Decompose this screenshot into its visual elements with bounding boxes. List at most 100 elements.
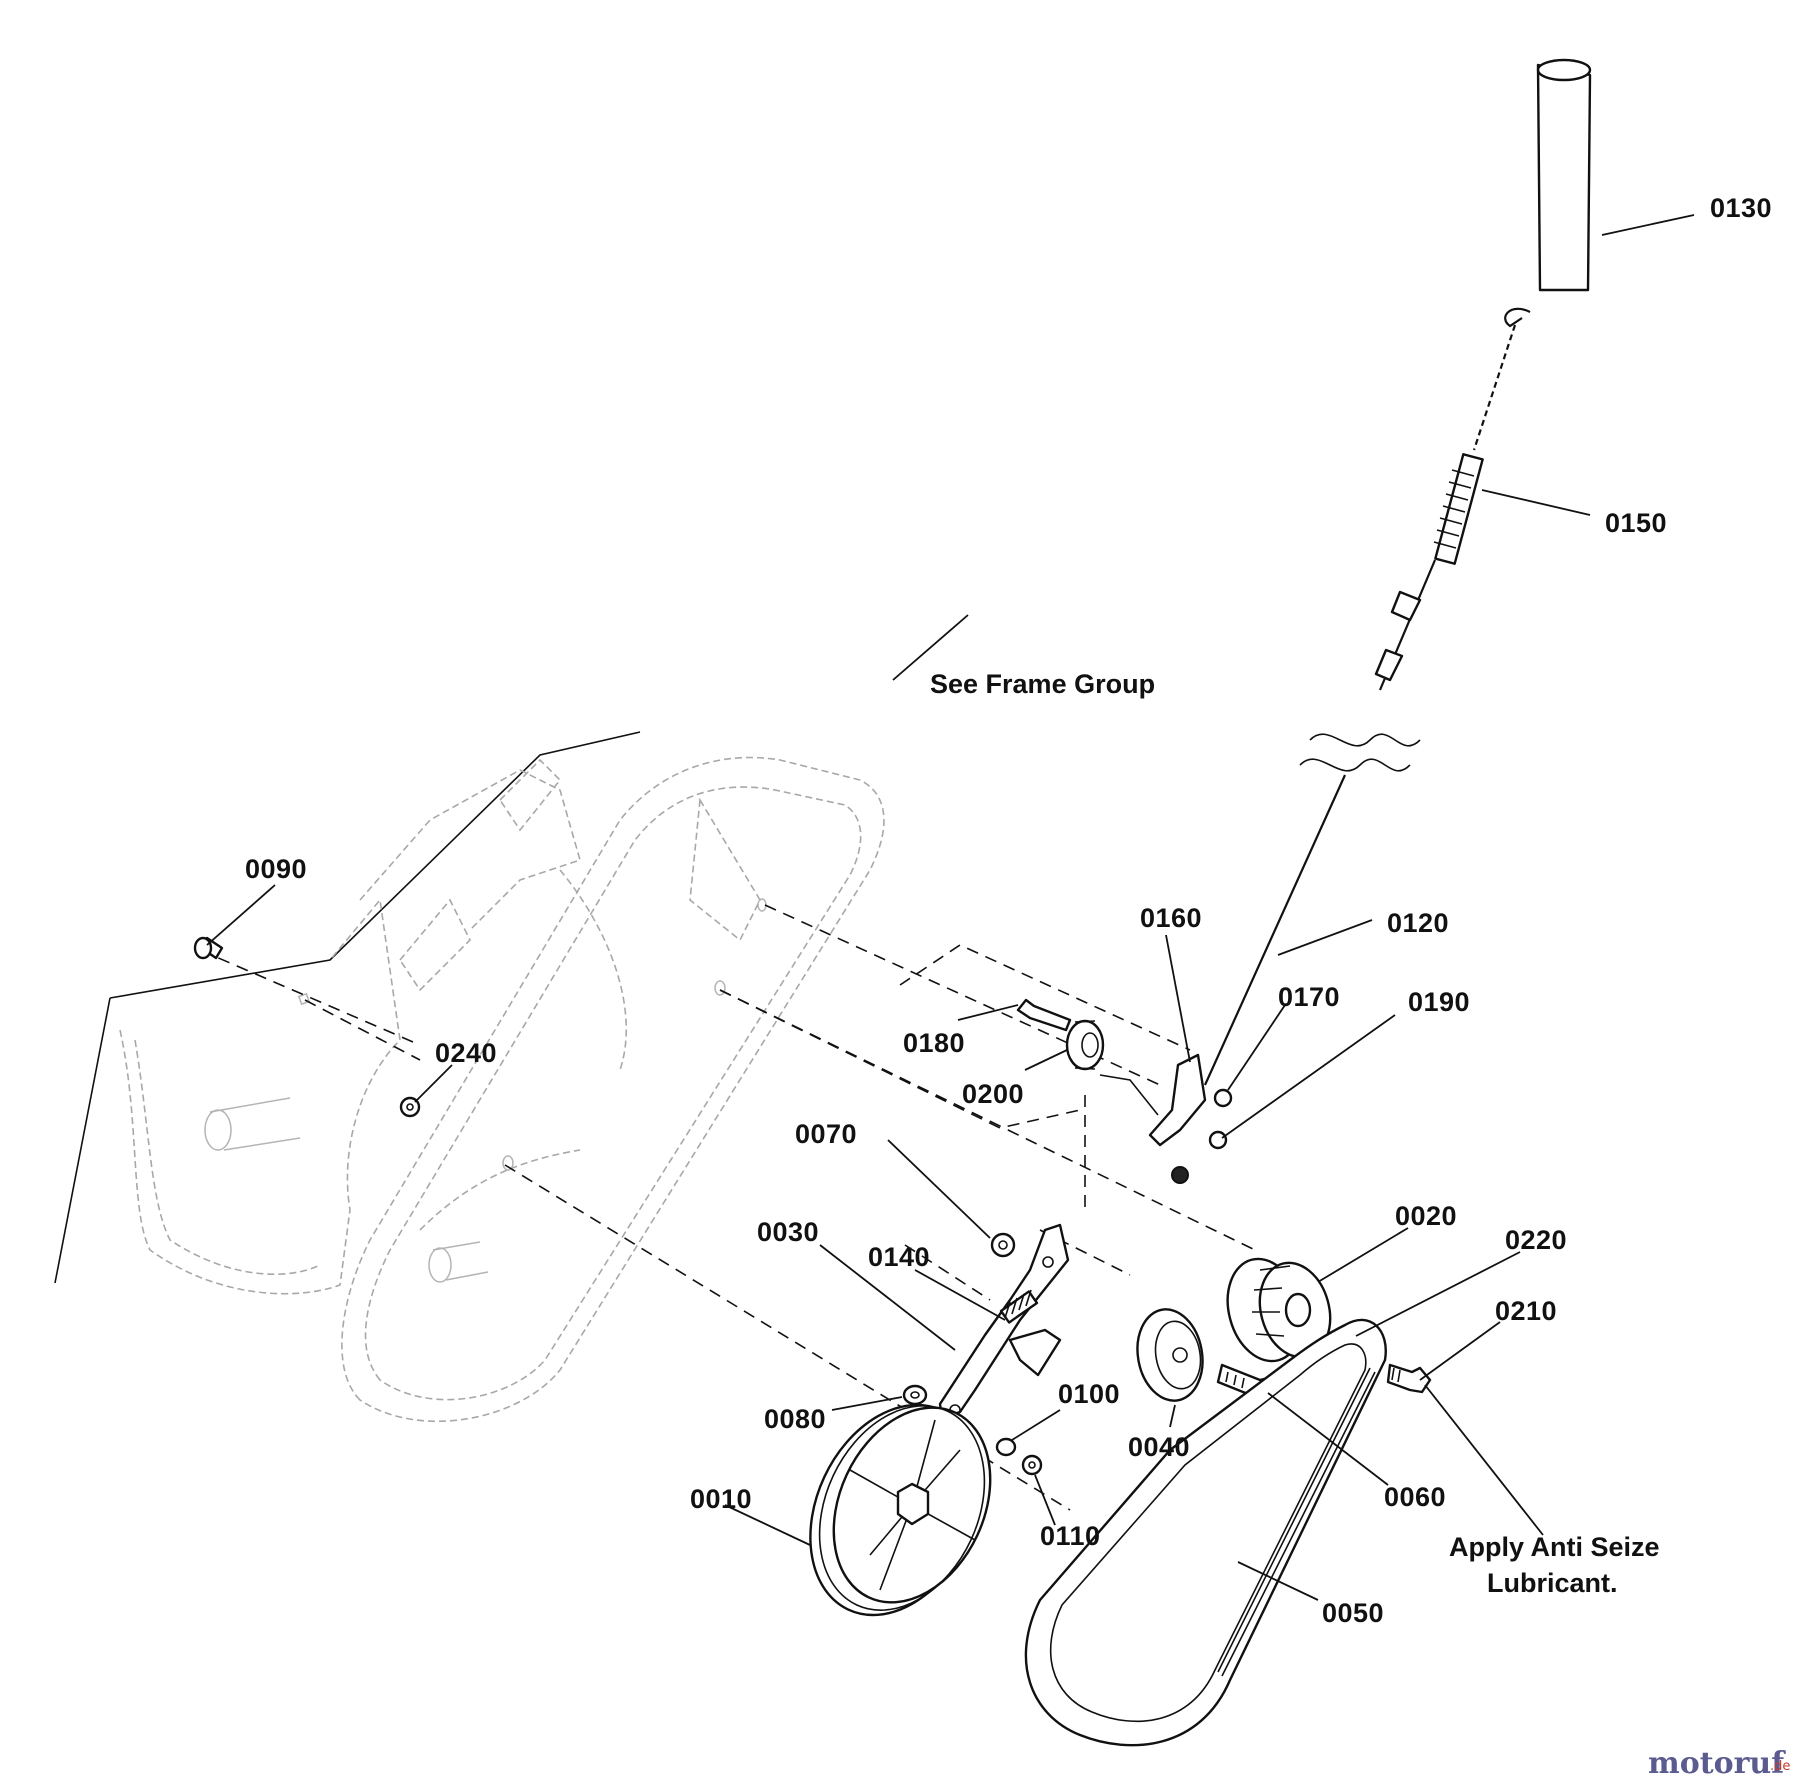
callout-labels: 0130 0150 0120 0160 0170 0190 0180 0200 … — [245, 193, 1772, 1628]
frame-ghost — [54, 731, 885, 1423]
nut-hole — [998, 1240, 1008, 1250]
shaft-ghost — [428, 1247, 452, 1283]
callout-0160: 0160 — [1140, 903, 1202, 933]
callout-0010: 0010 — [690, 1484, 752, 1514]
idler-pulley — [1136, 1308, 1204, 1402]
callout-0090: 0090 — [245, 854, 307, 884]
engine-pulley-grooves — [1252, 1265, 1291, 1337]
idler-pulley-inner — [1154, 1320, 1202, 1390]
callout-0110: 0110 — [1040, 1521, 1101, 1551]
leader-lines — [206, 214, 1695, 1601]
bushing — [902, 1384, 928, 1406]
belt-cover-ghost — [341, 756, 885, 1423]
shaft-ghost — [432, 1241, 489, 1281]
housing-ghost — [399, 898, 471, 992]
cable-assembly — [1203, 58, 1592, 1086]
frame-hole — [757, 898, 767, 912]
bracket-hardware — [193, 936, 1233, 1476]
cable-break — [1299, 758, 1411, 772]
watermark: motoruf .de — [1648, 1746, 1790, 1781]
callout-0120: 0120 — [1387, 908, 1449, 938]
idler-pulley-hub — [1172, 1347, 1188, 1363]
v-belt-inner — [1049, 1343, 1367, 1723]
callout-0200: 0200 — [962, 1079, 1024, 1109]
callout-0130: 0130 — [1710, 193, 1772, 223]
large-pulley-hub — [896, 1482, 930, 1526]
callout-0140: 0140 — [868, 1242, 930, 1272]
spring — [1434, 453, 1484, 565]
washer — [995, 1437, 1017, 1457]
pulleys-belt — [809, 1257, 1432, 1747]
nut — [1208, 1130, 1228, 1150]
belt-cover-ghost — [364, 786, 862, 1401]
frame-edge-line — [54, 997, 111, 1284]
callout-0020: 0020 — [1395, 1201, 1457, 1231]
callout-0060: 0060 — [1384, 1482, 1446, 1512]
watermark-text: motoruf — [1648, 1746, 1786, 1781]
frame-hole — [502, 1155, 514, 1171]
nut — [990, 1232, 1016, 1258]
note-anti-seize-line2: Lubricant. — [1487, 1568, 1618, 1598]
small-pulley-hub — [1081, 1032, 1099, 1058]
belt-cover-ghost — [689, 797, 761, 942]
belt-cover-ghost — [419, 869, 627, 1231]
callout-0100: 0100 — [1058, 1379, 1120, 1409]
nut — [1213, 1088, 1233, 1108]
housing-ghost — [119, 898, 401, 1295]
anti-seize-bolt-thread — [1391, 1367, 1401, 1383]
screw-head — [193, 936, 213, 960]
callout-0040: 0040 — [1128, 1432, 1190, 1462]
spring-coils — [1433, 469, 1475, 549]
nut-hole — [1028, 1461, 1036, 1469]
washer-hole — [406, 1103, 414, 1111]
idler-spring-coils — [1004, 1289, 1032, 1319]
shaft-ghost — [209, 1097, 301, 1151]
washer — [399, 1096, 421, 1118]
callout-0220: 0220 — [1505, 1225, 1567, 1255]
frame-hole — [714, 980, 726, 996]
callout-0210: 0210 — [1495, 1296, 1557, 1326]
idler-arm-tab — [1008, 1328, 1062, 1377]
cable-break — [1309, 733, 1421, 747]
cable-loop — [1504, 307, 1531, 328]
frame-edge-line — [109, 731, 641, 999]
watermark-suffix: .de — [1770, 1759, 1790, 1774]
cable-bracket — [1148, 1053, 1207, 1147]
housing-ghost — [134, 1039, 321, 1276]
note-anti-seize-line1: Apply Anti Seize — [1449, 1532, 1660, 1562]
callout-0030: 0030 — [757, 1217, 819, 1247]
small-pulley-rim — [1074, 1020, 1096, 1070]
v-belt — [1024, 1318, 1387, 1747]
bushing-hole — [910, 1391, 920, 1399]
callout-0050: 0050 — [1322, 1598, 1384, 1628]
callout-0190: 0190 — [1408, 987, 1470, 1017]
assembly-lines — [199, 904, 1256, 1511]
callout-0150: 0150 — [1605, 508, 1667, 538]
cable-clip — [1390, 590, 1422, 622]
pulley-bolt-thread — [1225, 1371, 1245, 1389]
cable-bracket-arm — [1099, 1074, 1159, 1116]
shaft-ghost — [204, 1109, 232, 1151]
housing-ghost — [498, 758, 562, 832]
callout-0070: 0070 — [795, 1119, 857, 1149]
housing-ghost — [359, 769, 581, 931]
large-pulley-spokes — [849, 1419, 976, 1591]
idler-arm-hole — [1042, 1256, 1054, 1268]
large-pulley-groove — [818, 1405, 986, 1611]
engine-pulley-hub — [1284, 1292, 1312, 1328]
cable-wire — [1472, 324, 1517, 451]
callout-0180: 0180 — [903, 1028, 965, 1058]
handle-grip — [1536, 63, 1592, 292]
callout-0170: 0170 — [1278, 982, 1340, 1012]
handle-grip-end — [1536, 58, 1592, 82]
note-see-frame-group: See Frame Group — [930, 669, 1155, 699]
cable-clip — [1374, 648, 1404, 682]
frame-hole — [297, 992, 311, 1006]
cable-wire — [1203, 774, 1347, 1086]
bolt — [1016, 998, 1072, 1032]
callout-0240: 0240 — [435, 1038, 497, 1068]
v-belt-ribs — [1217, 1367, 1376, 1677]
nut — [1021, 1454, 1043, 1476]
callout-0080: 0080 — [764, 1404, 826, 1434]
